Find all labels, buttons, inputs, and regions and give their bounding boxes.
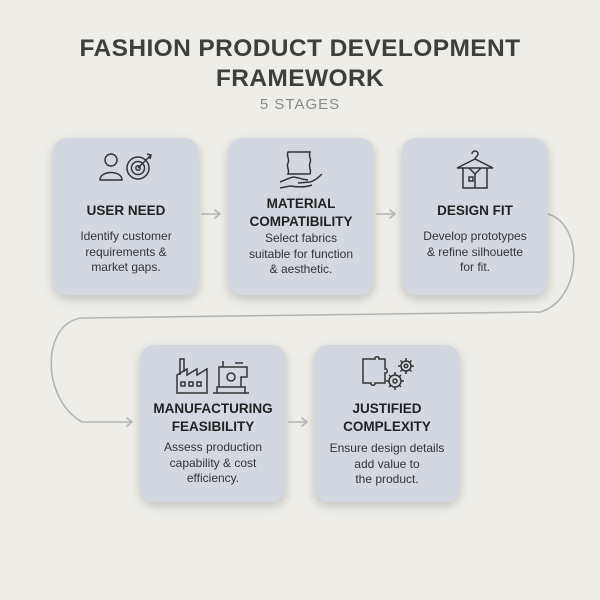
- stage-card-user-need: USER NEED Identify customer requirements…: [53, 138, 199, 295]
- stage-heading: DESIGN FIT: [437, 203, 513, 218]
- title-line-1: FASHION PRODUCT DEVELOPMENT: [79, 35, 521, 62]
- puzzle-gears-icon: [314, 355, 460, 399]
- stage-card-material-compatibility: MATERIAL COMPATIBILITY Select fabrics su…: [228, 138, 374, 295]
- title-line-2: FRAMEWORK: [215, 65, 385, 92]
- stage-card-manufacturing-feasibility: MANUFACTURING FEASIBILITY Assess product…: [140, 345, 286, 502]
- stage-heading: MATERIAL COMPATIBILITY: [249, 196, 353, 229]
- stage-description: Identify customer requirements & market …: [80, 229, 172, 274]
- arrow-2-to-3: [376, 209, 396, 219]
- arrow-1-to-2: [201, 209, 221, 219]
- stage-description: Develop prototypes & refine silhouette f…: [423, 229, 527, 274]
- connector-3-to-4: [50, 213, 575, 427]
- stage-description: Assess production capability & cost effi…: [163, 440, 263, 485]
- factory-sewing-machine-icon: [140, 355, 286, 399]
- stage-heading: MANUFACTURING FEASIBILITY: [153, 401, 273, 434]
- stage-card-design-fit: DESIGN FIT Develop prototypes & refine s…: [402, 138, 548, 295]
- user-target-icon: [53, 148, 199, 192]
- page-title: FASHION PRODUCT DEVELOPMENT FRAMEWORK: [0, 34, 600, 94]
- arrow-4-to-5: [288, 417, 308, 427]
- fabric-hand-icon: [228, 148, 374, 192]
- stage-card-justified-complexity: JUSTIFIED COMPLEXITY Ensure design detai…: [314, 345, 460, 502]
- stage-description: Select fabrics suitable for function & a…: [248, 231, 354, 276]
- hanger-shirt-icon: [402, 148, 548, 192]
- stage-description: Ensure design details add value to the p…: [329, 441, 445, 486]
- stage-heading: USER NEED: [86, 203, 166, 218]
- page-subtitle: 5 STAGES: [259, 96, 341, 113]
- stage-heading: JUSTIFIED COMPLEXITY: [343, 401, 431, 434]
